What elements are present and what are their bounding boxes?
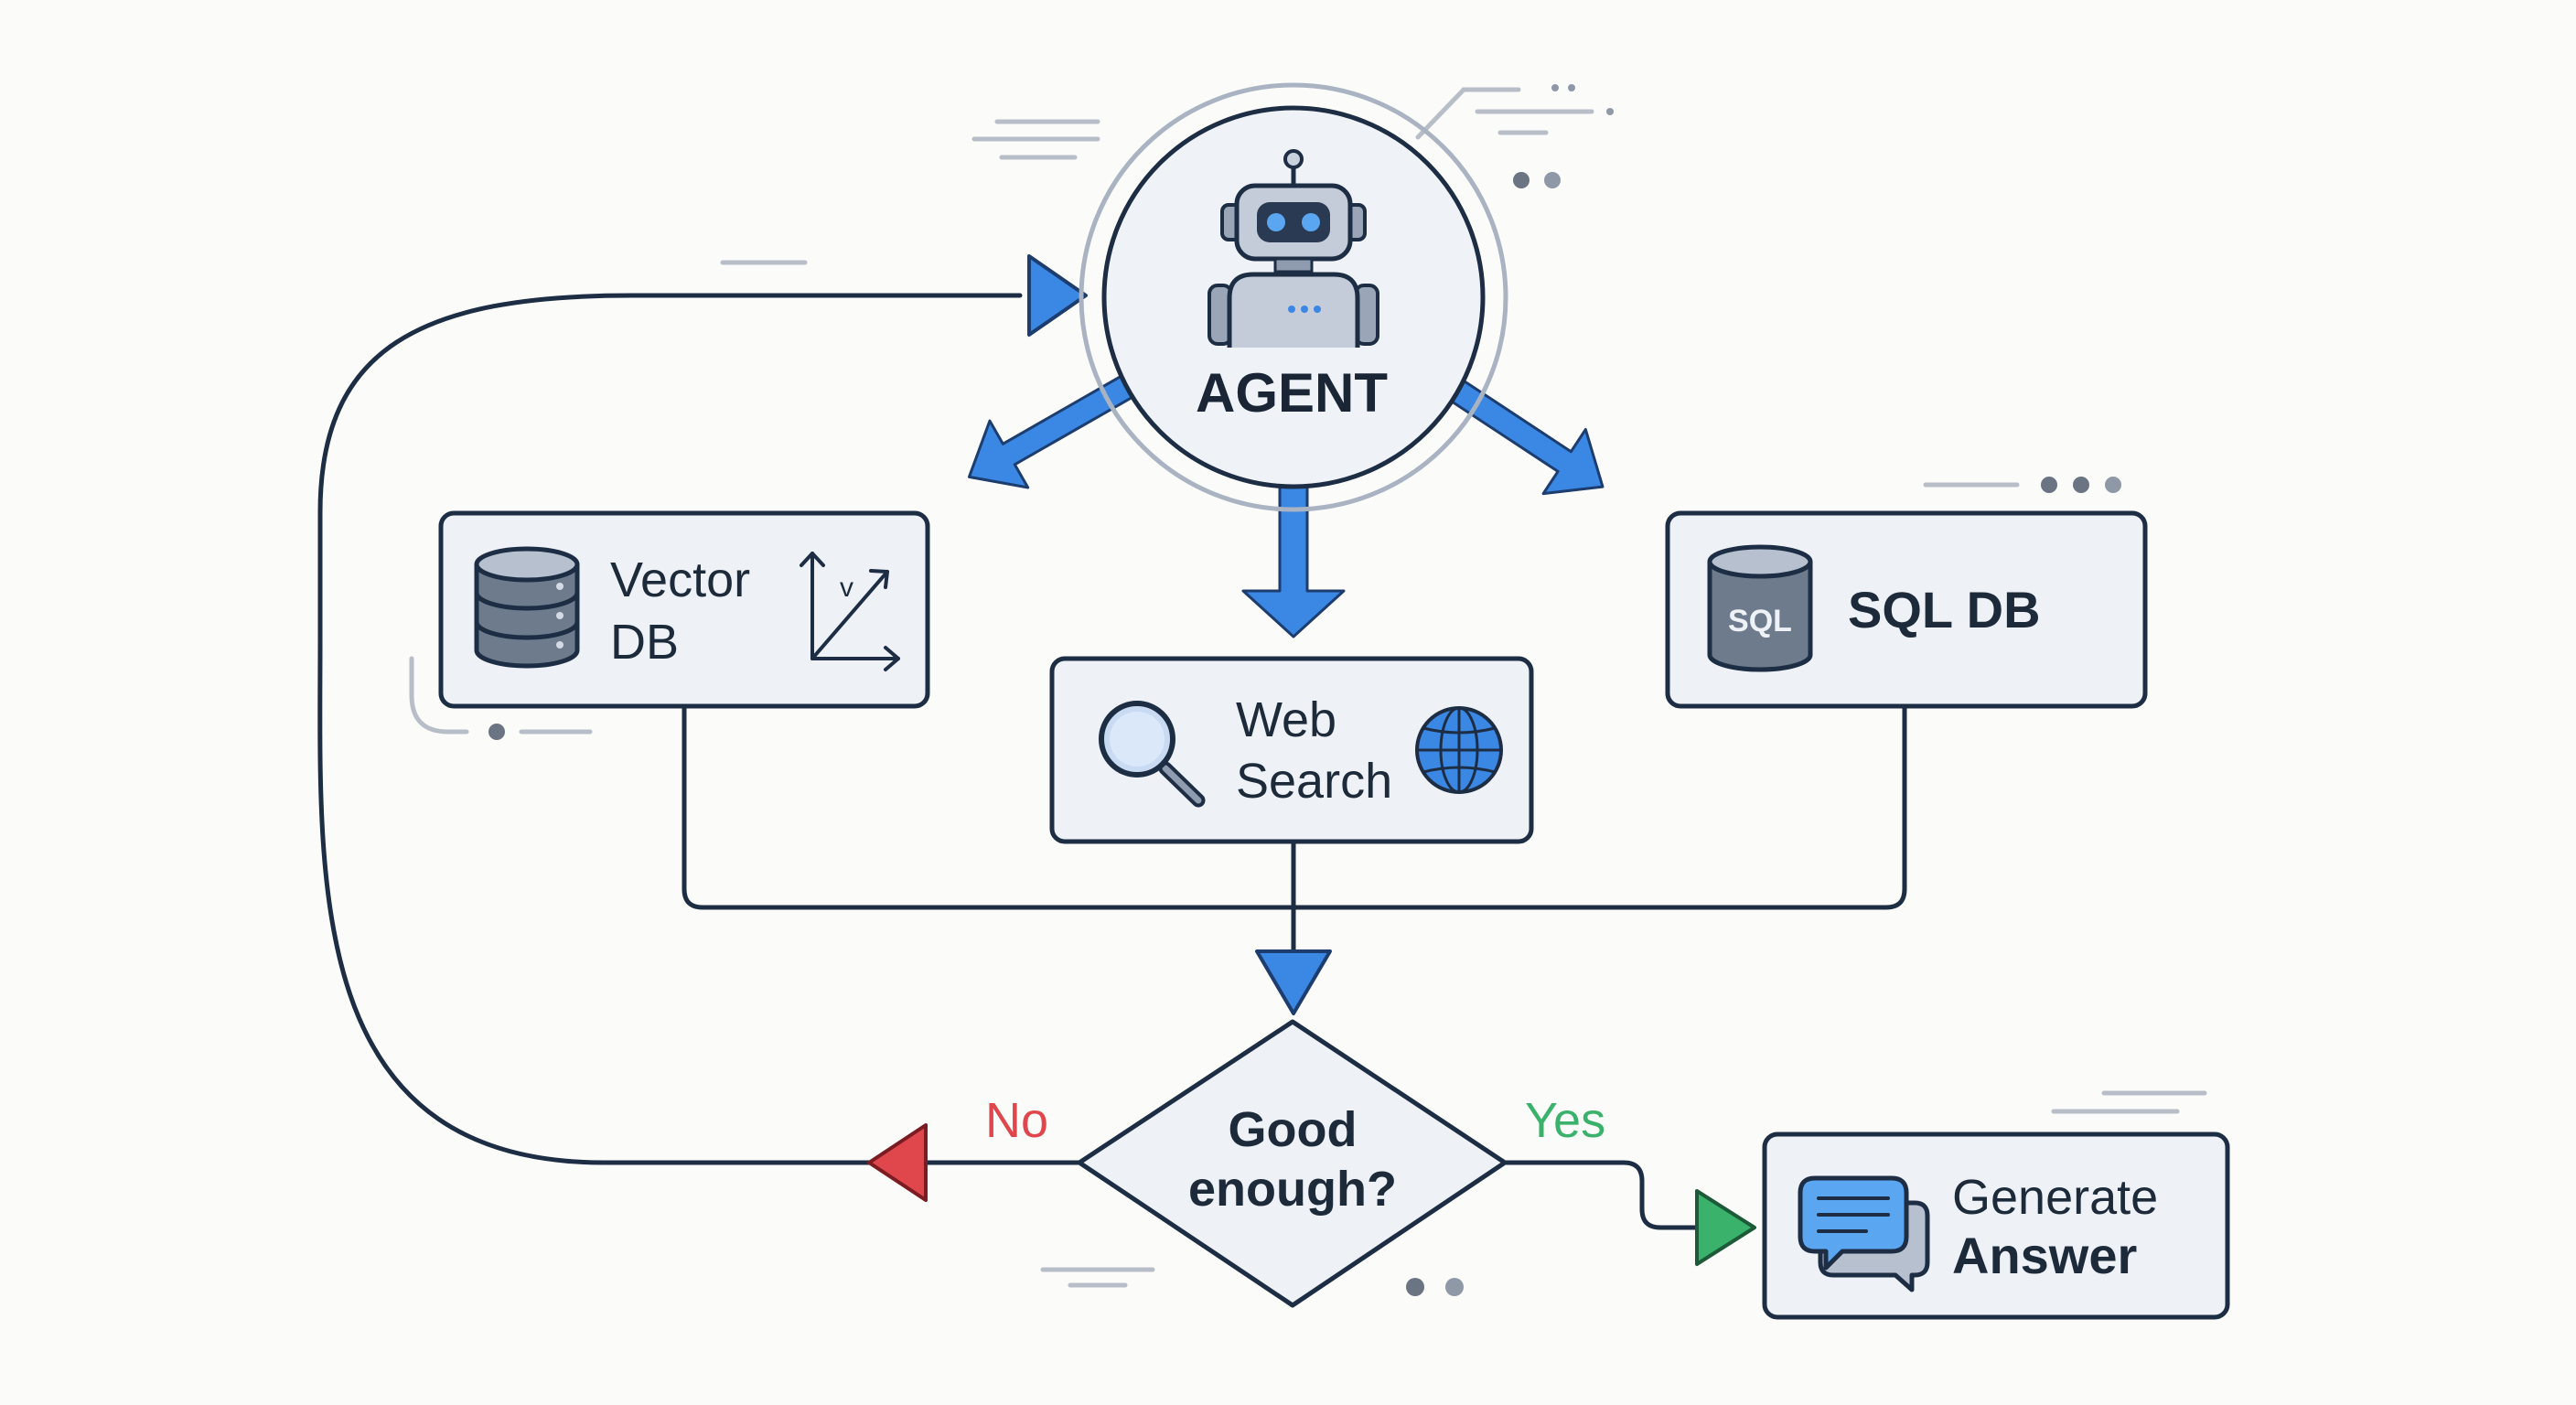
decorations <box>409 84 2207 1296</box>
decision-label-line1: Good <box>1229 1102 1358 1157</box>
web-search-label-line1: Web <box>1236 692 1336 747</box>
magnifier-icon <box>1099 701 1206 808</box>
sql-database-icon: SQL <box>1707 544 1813 672</box>
vector-db-node[interactable]: Vector DB v <box>438 510 930 709</box>
connectors <box>317 293 1907 1230</box>
generate-answer-label-line2: Answer <box>1952 1227 2137 1284</box>
vector-db-label-line1: Vector <box>610 552 750 607</box>
sql-icon-text: SQL <box>1728 604 1792 638</box>
loop-back-connector <box>317 293 1023 1165</box>
decision-label-line2: enough? <box>1188 1162 1397 1217</box>
merge-down-arrowhead <box>1255 949 1332 1015</box>
agent-input-arrowhead <box>1027 254 1088 337</box>
generate-answer-node[interactable]: Generate Answer <box>1762 1132 2230 1320</box>
globe-icon <box>1415 706 1503 794</box>
no-branch-label: No <box>985 1093 1048 1148</box>
no-branch-arrowhead <box>867 1123 928 1202</box>
sql-db-node[interactable]: SQL SQL DB <box>1665 510 2148 709</box>
sql-db-label: SQL DB <box>1848 581 2041 638</box>
database-icon <box>474 546 580 669</box>
vector-db-label-line2: DB <box>610 615 679 670</box>
agent-fan-out-arrows <box>967 374 1605 638</box>
web-search-node[interactable]: Web Search <box>1049 656 1534 844</box>
chat-bubbles-icon <box>1798 1175 1930 1292</box>
arrow-to-sql-db <box>1442 374 1605 496</box>
arrow-to-vector-db <box>967 374 1135 489</box>
arrowheads <box>867 254 1756 1266</box>
yes-branch-connector <box>1502 1160 1700 1230</box>
web-search-label-line2: Search <box>1236 754 1392 809</box>
yes-branch-label: Yes <box>1525 1093 1605 1148</box>
generate-answer-label-line1: Generate <box>1952 1170 2158 1225</box>
agent-label: AGENT <box>1196 362 1388 424</box>
arrow-to-web-search <box>1241 481 1346 638</box>
decision-node[interactable]: Good enough? <box>1077 1019 1508 1308</box>
agent-node[interactable]: AGENT <box>1079 82 1508 512</box>
robot-icon <box>1208 149 1379 348</box>
vector-axis-label: v <box>840 573 853 603</box>
vector-axes-icon <box>800 552 900 671</box>
yes-branch-arrowhead <box>1695 1189 1756 1266</box>
